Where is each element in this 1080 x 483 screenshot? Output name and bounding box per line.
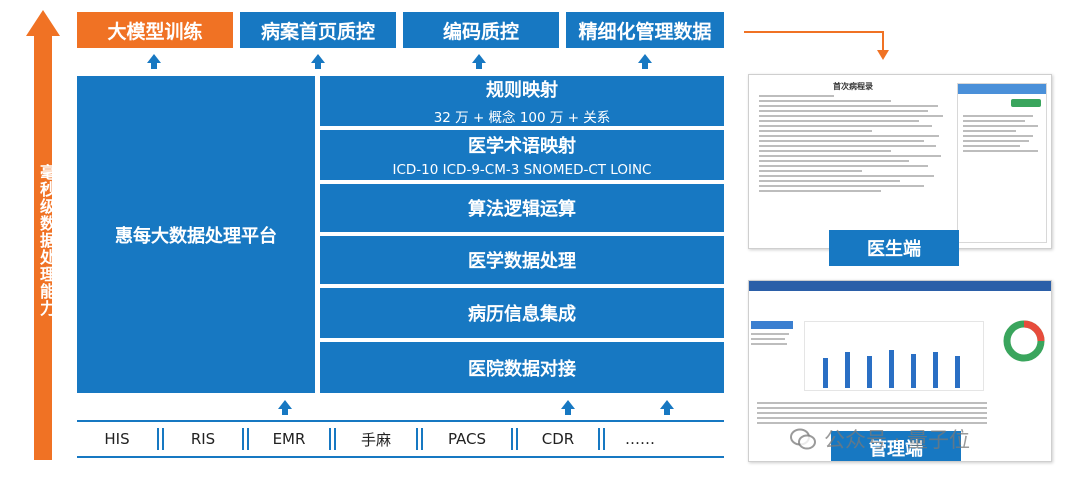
layer-algorithm: 算法逻辑运算 [320,184,724,232]
top-box-coding-qc: 编码质控 [403,12,559,48]
layer-title: 病历信息集成 [468,304,576,325]
layer-title: 算法逻辑运算 [468,199,576,220]
arrow-up-icon [147,54,161,69]
top-box-fine-management-data: 精细化管理数据 [566,12,724,48]
arrow-up-icon [278,400,292,415]
arrow-up-icon [660,400,674,415]
layer-rule-mapping: 规则映射 32 万 + 概念 100 万 + 关系 [320,76,724,126]
source-cdr: CDR [541,430,575,448]
processing-capacity-arrow [26,10,60,460]
layer-title: 医院数据对接 [468,358,576,380]
manager-label-box: 管理端 [831,431,961,461]
manager-left-nav [751,321,793,381]
divider [157,428,159,450]
manager-screen: 管理端 [748,280,1052,462]
source-pacs: PACS [447,430,487,448]
arrow-up-icon [472,54,486,69]
divider [603,428,605,450]
divider [334,428,336,450]
layer-hospital-data-connection: 医院数据对接 [320,342,724,393]
wechat-icon [790,428,816,450]
doctor-label-box: 医生端 [829,230,959,266]
doctor-label: 医生端 [867,239,921,260]
source-ris: RIS [190,430,216,448]
source-anesthesia: 手麻 [360,430,391,449]
source-emr: EMR [272,430,306,448]
layer-title: 医学术语映射 [468,136,576,157]
doctor-doc-title: 首次病程录 [833,82,873,91]
divider [421,428,423,450]
manager-donut-chart [999,316,1049,366]
arrow-up-icon [311,54,325,69]
arrow-up-icon [638,54,652,69]
watermark-text: 公众号 · 量子位 [824,428,971,452]
source-his: HIS [104,430,130,448]
divider [329,428,331,450]
divider [242,428,244,450]
source-more: …… [625,430,655,448]
divider [516,428,518,450]
left-axis-label: 毫秒级数据处理能力 [37,163,56,317]
layer-subtitle: 32 万 + 概念 100 万 + 关系 [433,110,611,126]
layer-title: 医学数据处理 [468,251,576,272]
divider [511,428,513,450]
platform-box: 惠每大数据处理平台 [77,76,315,393]
layer-record-integration: 病历信息集成 [320,288,724,338]
layer-subtitle: ICD-10 ICD-9-CM-3 SNOMED-CT LOINC [392,162,652,178]
layer-title: 规则映射 [486,80,558,101]
divider [598,428,600,450]
divider [162,428,164,450]
doctor-sidebar-panel [957,83,1047,243]
connector-arrow [738,26,898,66]
divider [247,428,249,450]
doctor-document: 首次病程录 [753,79,953,245]
sources-row: HIS RIS EMR 手麻 PACS CDR …… [77,420,724,458]
watermark: 公众号 · 量子位 [790,424,970,454]
layer-term-mapping: 医学术语映射 ICD-10 ICD-9-CM-3 SNOMED-CT LOINC [320,130,724,180]
top-box-llm-training: 大模型训练 [77,12,233,48]
top-box-case-homepage-qc: 病案首页质控 [240,12,396,48]
arrow-up-icon [561,400,575,415]
divider [416,428,418,450]
platform-label: 惠每大数据处理平台 [115,225,277,247]
manager-bar-chart [804,321,984,391]
manager-label: 管理端 [869,439,923,460]
doctor-screen: 首次病程录 医生端 [748,74,1052,266]
manager-table [757,399,987,449]
layer-medical-data-processing: 医学数据处理 [320,236,724,284]
